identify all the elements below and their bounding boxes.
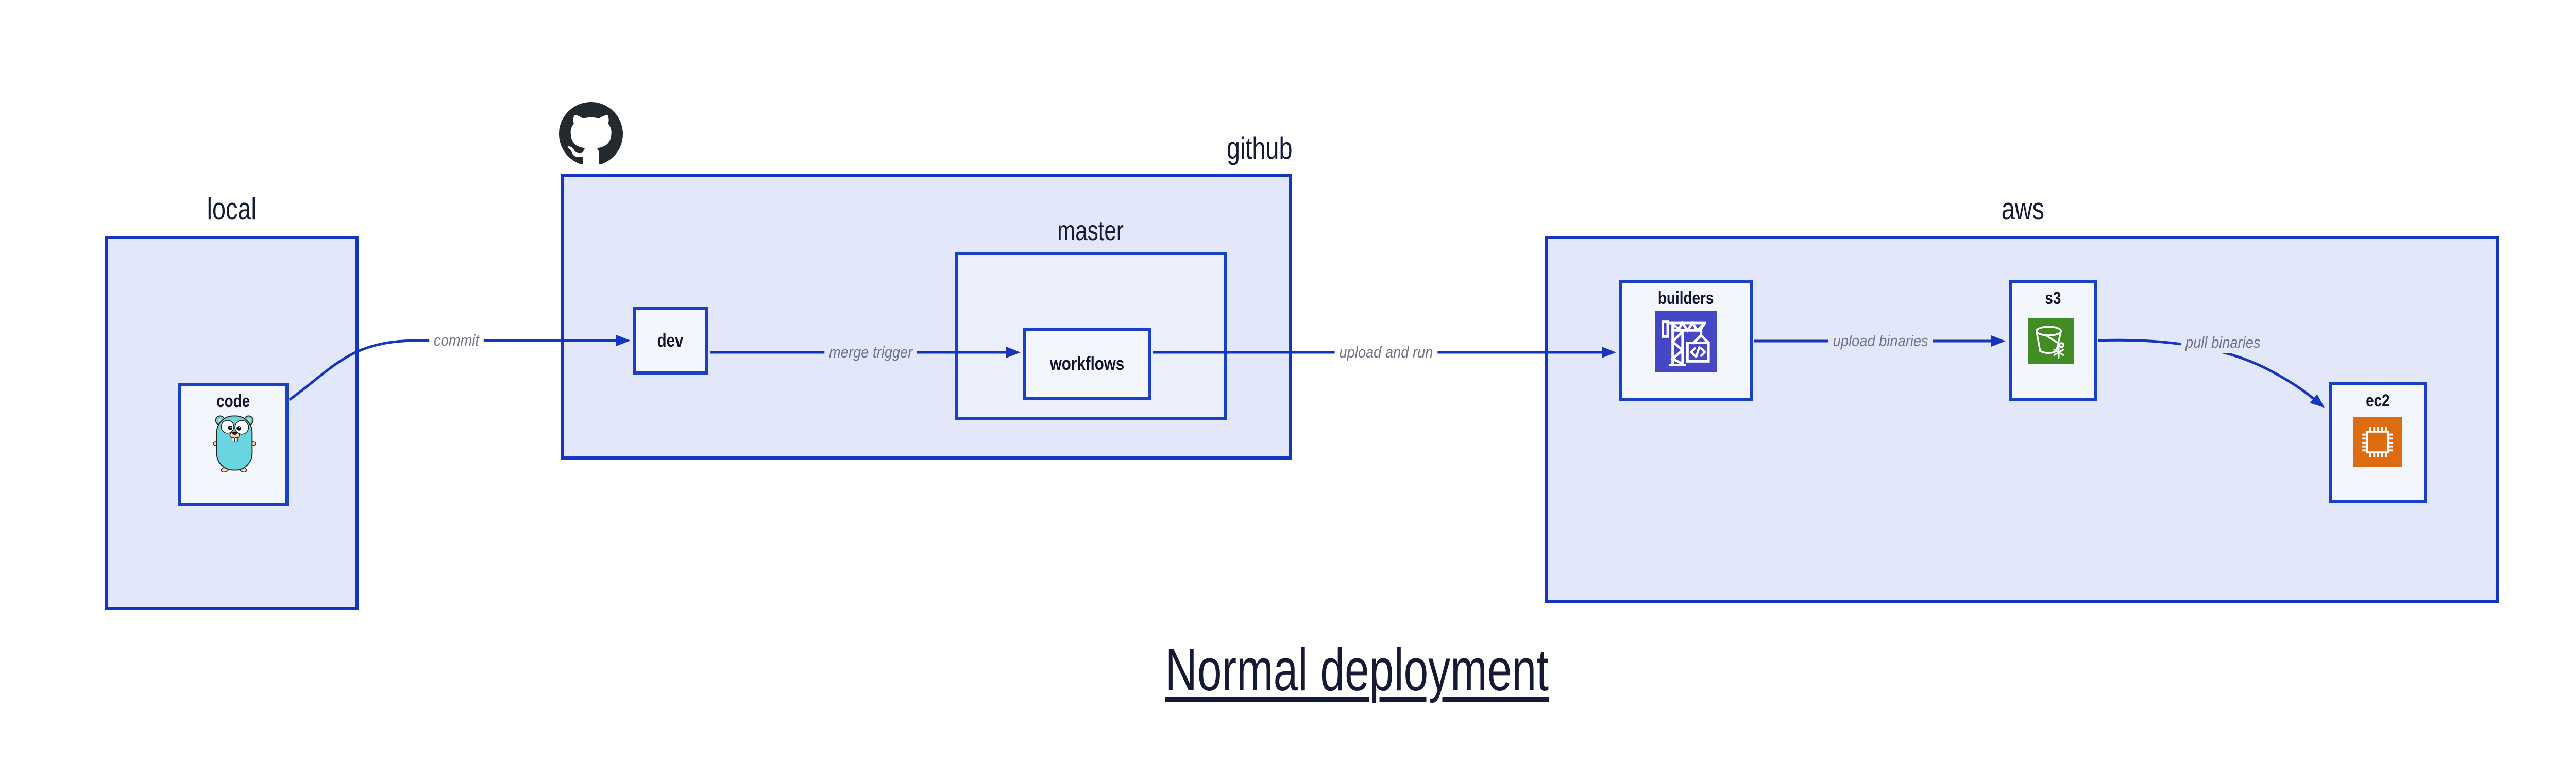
builders-node-box: builders bbox=[1619, 280, 1753, 401]
workflows-node-label: workflows bbox=[1049, 353, 1125, 374]
code-node-label: code bbox=[216, 392, 250, 411]
github-heading: github bbox=[1226, 131, 1292, 165]
s3-node-label: s3 bbox=[2045, 288, 2061, 308]
local-heading: local bbox=[207, 192, 257, 226]
master-heading: master bbox=[1057, 215, 1124, 246]
upload-binaries-edge-label: upload binaries bbox=[1814, 330, 1947, 352]
workflows-node-box: workflows bbox=[1023, 328, 1151, 400]
dev-node-box: dev bbox=[633, 307, 708, 375]
merge-trigger-edge-label: merge trigger bbox=[804, 342, 938, 363]
dev-node-label: dev bbox=[657, 330, 684, 351]
aws-s3-glacier-bucket-icon bbox=[2028, 318, 2074, 364]
ec2-node-box: ec2 bbox=[2329, 382, 2427, 503]
go-gopher-icon bbox=[212, 413, 257, 473]
aws-codebuild-icon bbox=[1655, 311, 1717, 372]
aws-ec2-chip-icon bbox=[2353, 417, 2402, 467]
diagram-title: Normal deployment bbox=[1165, 636, 1549, 703]
ec2-node-label: ec2 bbox=[2365, 391, 2390, 411]
s3-node-box: s3 bbox=[2009, 280, 2097, 401]
upload-and-run-edge-label: upload and run bbox=[1319, 342, 1453, 363]
github-octocat-logo-icon bbox=[559, 102, 623, 166]
commit-edge-label: commit bbox=[389, 330, 523, 351]
pull-binaries-edge-label: pull binaries bbox=[2156, 332, 2290, 353]
aws-heading: aws bbox=[2001, 192, 2044, 226]
code-node-box: code bbox=[178, 383, 289, 506]
builders-node-label: builders bbox=[1658, 288, 1714, 308]
